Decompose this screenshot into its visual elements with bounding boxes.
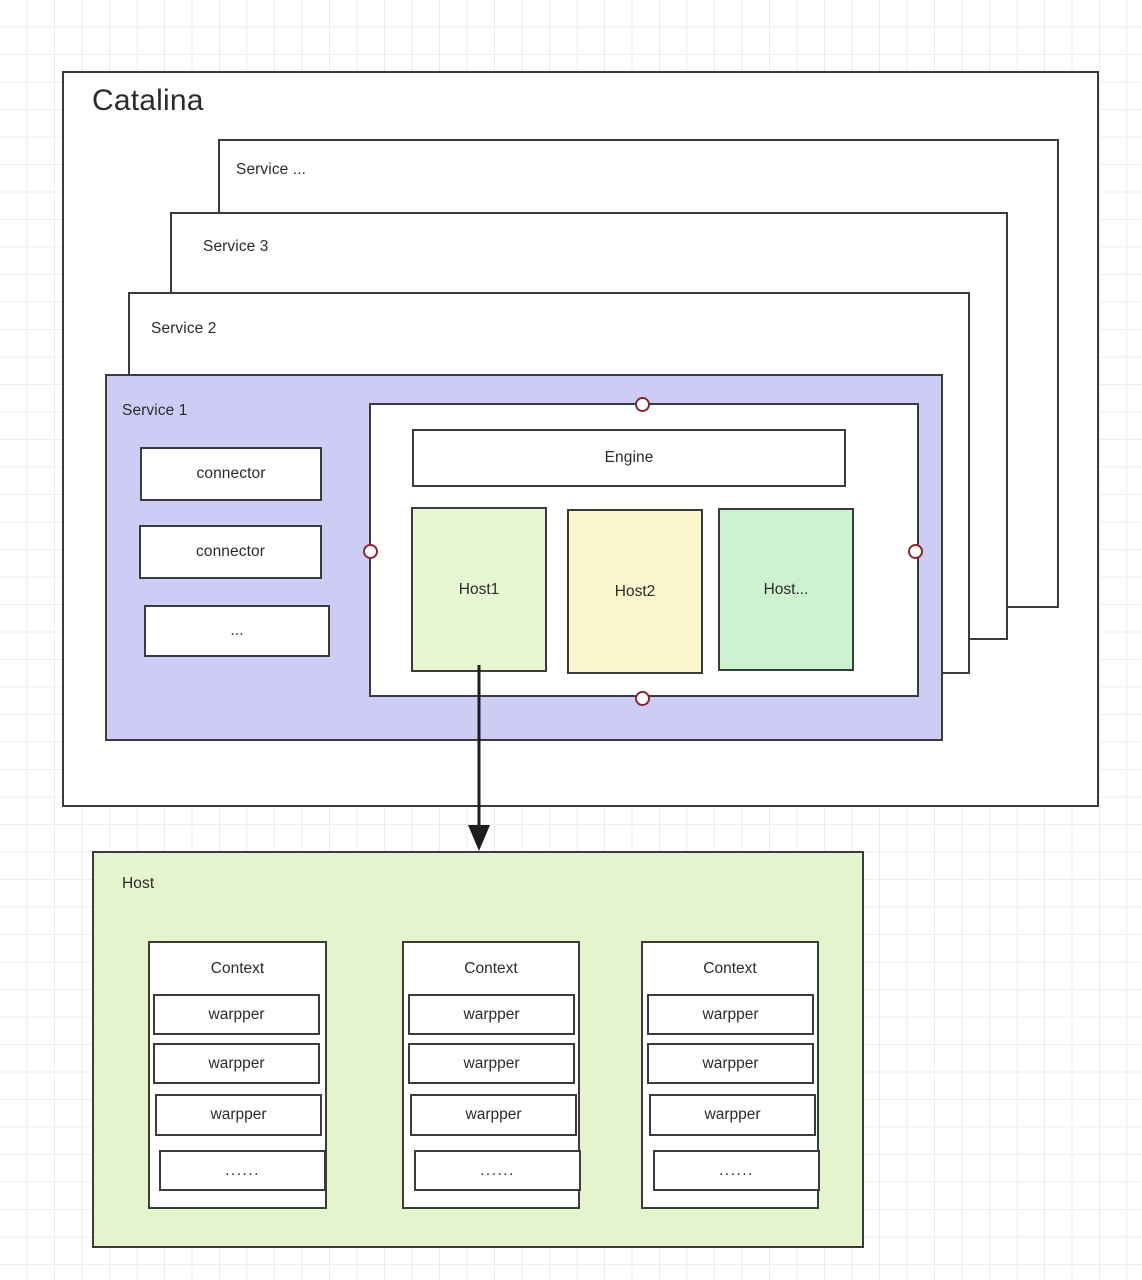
warpper-box-3-3[interactable]: warpper (649, 1094, 816, 1136)
anchor-point-top-icon[interactable] (635, 397, 650, 412)
warpper-box-2-ellipsis[interactable]: ...... (414, 1150, 581, 1191)
warpper-box-3-1[interactable]: warpper (647, 994, 814, 1035)
connector-box-1[interactable]: connector (140, 447, 322, 501)
catalina-title: Catalina (92, 84, 204, 117)
host1-box[interactable]: Host1 (411, 507, 547, 672)
warpper-box-2-1[interactable]: warpper (408, 994, 575, 1035)
warpper-box-2-3[interactable]: warpper (410, 1094, 577, 1136)
anchor-point-left-icon[interactable] (363, 544, 378, 559)
context-1-title: Context (210, 960, 265, 977)
host1-to-host-arrow (468, 665, 490, 851)
service-3-label: Service 3 (203, 238, 269, 255)
warpper-box-3-ellipsis[interactable]: ...... (653, 1150, 820, 1191)
connector-box-2[interactable]: connector (139, 525, 322, 579)
anchor-point-right-icon[interactable] (908, 544, 923, 559)
engine-box[interactable]: Engine (412, 429, 846, 487)
service-2-label: Service 2 (151, 320, 217, 337)
warpper-box-1-3[interactable]: warpper (155, 1094, 322, 1136)
service-dots-label: Service ... (236, 161, 307, 178)
host2-label: Host2 (614, 582, 656, 600)
warpper-box-3-2[interactable]: warpper (647, 1043, 814, 1084)
host3-box[interactable]: Host... (718, 508, 854, 671)
host-detail-label: Host (122, 875, 155, 892)
warpper-box-1-2[interactable]: warpper (153, 1043, 320, 1084)
warpper-box-1-ellipsis[interactable]: ...... (159, 1150, 326, 1191)
host2-box[interactable]: Host2 (567, 509, 703, 674)
host3-label: Host... (763, 580, 809, 598)
service-1-label: Service 1 (122, 402, 188, 419)
connector-box-ellipsis[interactable]: ... (144, 605, 330, 657)
host1-label: Host1 (458, 580, 500, 598)
warpper-box-2-2[interactable]: warpper (408, 1043, 575, 1084)
context-3-title: Context (703, 960, 757, 977)
context-2-title: Context (464, 960, 518, 977)
warpper-box-1-1[interactable]: warpper (153, 994, 320, 1035)
anchor-point-bottom-icon[interactable] (635, 691, 650, 706)
